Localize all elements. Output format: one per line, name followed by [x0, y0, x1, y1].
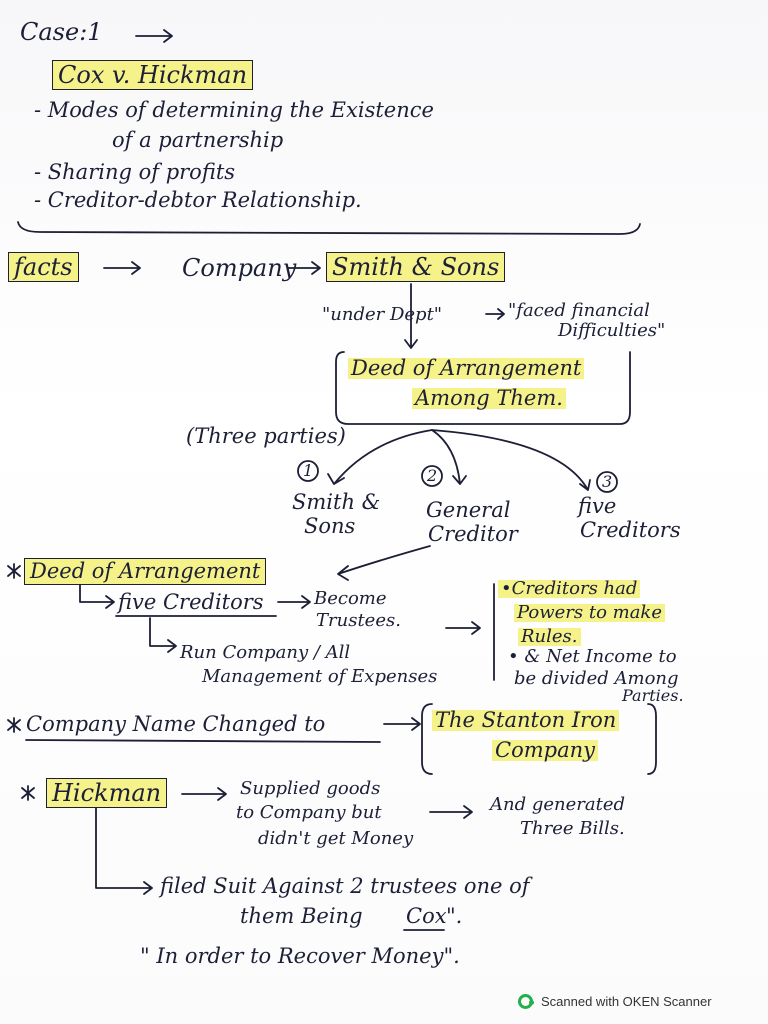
circle-3	[596, 471, 618, 493]
trustees: Trustees.	[316, 610, 401, 631]
case-heading: Case:1	[20, 18, 103, 46]
new-name-line-1: The Stanton Iron	[432, 710, 620, 731]
arrow-case	[135, 29, 173, 43]
scanner-watermark: Scanned with OKEN Scanner	[518, 992, 712, 1010]
branch-party-1	[327, 429, 433, 485]
company-label: Company	[182, 254, 297, 282]
cox: Cox	[406, 904, 447, 928]
party-3-name: Creditors	[580, 518, 681, 542]
topics-brace	[17, 221, 641, 235]
company-name: Smith & Sons	[326, 252, 506, 282]
name-changed: Company Name Changed to	[26, 712, 326, 736]
recover-money: " In order to Recover Money".	[140, 944, 460, 968]
footer-text: Scanned with OKEN Scanner	[541, 993, 712, 1009]
hickman-label: Hickman	[46, 778, 168, 808]
arrow-become	[277, 595, 311, 609]
deed-box-line-1: Deed of Arrangement	[348, 358, 585, 379]
five-creditors: five Creditors	[118, 590, 264, 614]
supplied-line: Supplied goods	[240, 778, 381, 799]
party-number: 1	[303, 461, 314, 480]
arrow-bills	[429, 805, 473, 819]
connector-run	[149, 617, 177, 653]
star-deed-label: Deed of Arrangement	[24, 558, 267, 585]
difficulties: Difficulties"	[558, 320, 666, 341]
creditor-powers: •Creditors had	[498, 580, 641, 598]
party-number: 3	[602, 472, 613, 491]
case-name: Cox v. Hickman	[52, 60, 254, 90]
arrow-company	[287, 261, 321, 275]
connector-filed	[95, 807, 153, 895]
circle-1	[297, 460, 319, 482]
supplied-line: to Company but	[236, 802, 382, 823]
deed-box-line-2: Among Them.	[412, 388, 566, 409]
scanner-logo-icon	[518, 993, 534, 1009]
net-income: • & Net Income to	[508, 646, 677, 667]
facts-label: facts	[8, 252, 79, 282]
being-cox-pre: them Being	[240, 904, 363, 928]
management: Management of Expenses	[202, 666, 438, 687]
net-income: Parties.	[622, 686, 684, 705]
arrow-facts	[103, 261, 141, 275]
party-2-name: Creditor	[428, 522, 518, 546]
bills-line: Three Bills.	[520, 818, 625, 839]
deed-box-outline	[335, 351, 631, 425]
topic-line: of a partnership	[112, 128, 284, 152]
party-number: 2	[427, 466, 438, 485]
become: Become	[314, 588, 387, 609]
underline-name-changed	[25, 739, 381, 743]
bills-line: And generated	[490, 794, 625, 815]
arrow-down-deed	[404, 283, 418, 349]
party-1-name: Smith &	[292, 490, 381, 514]
faced-financial: "faced financial	[508, 300, 650, 321]
arrow-powers	[445, 621, 481, 635]
bracket-right-name	[647, 703, 657, 775]
star-icon	[21, 785, 35, 801]
being-cox-post: ".	[446, 904, 463, 928]
branch-party-3	[431, 429, 591, 491]
branch-party-2	[431, 429, 467, 485]
arrow-dept	[485, 308, 505, 320]
three-parties: (Three parties)	[186, 424, 346, 448]
run-company: Run Company / All	[180, 642, 351, 663]
topic-line: - Creditor-debtor Relationship.	[34, 188, 362, 212]
star-icon	[7, 717, 21, 733]
party-3-name: five	[578, 494, 617, 518]
topic-line: - Sharing of profits	[34, 160, 236, 184]
arrow-supplied	[181, 787, 227, 801]
creditor-powers: Powers to make	[514, 604, 665, 622]
under-debt: "under Dept"	[322, 304, 443, 325]
star-icon	[7, 563, 21, 579]
party-1-name: Sons	[304, 514, 356, 538]
party-2-name: General	[426, 498, 511, 522]
bracket-left-name	[421, 703, 433, 775]
connector-five	[79, 581, 115, 609]
topic-line: - Modes of determining the Existence	[34, 98, 434, 122]
circle-2	[421, 465, 443, 487]
new-name-line-2: Company	[492, 740, 598, 761]
supplied-line: didn't get Money	[258, 828, 414, 849]
arrow-back-deed	[337, 545, 431, 581]
arrow-name-changed	[383, 717, 421, 731]
creditor-powers: Rules.	[518, 628, 581, 646]
net-income: be divided Among	[514, 668, 679, 689]
filed-suit: filed Suit Against 2 trustees one of	[160, 874, 530, 898]
